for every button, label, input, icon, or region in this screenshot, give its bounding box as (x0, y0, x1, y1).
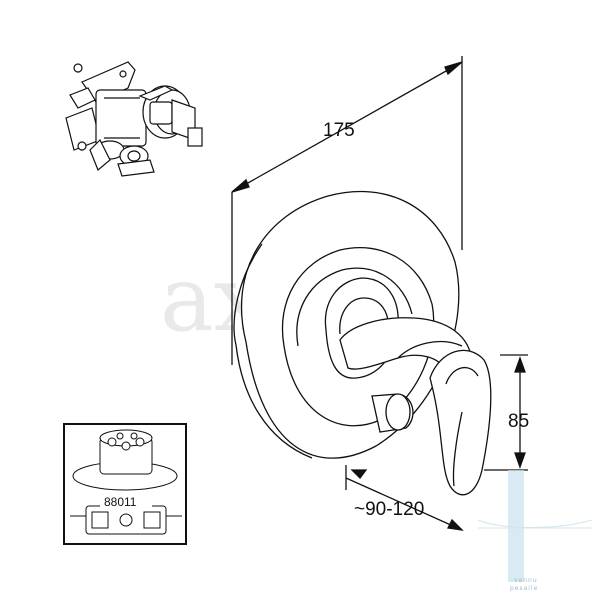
inset-box: 88011 (63, 423, 187, 545)
inset-part-number: 88011 (104, 495, 137, 509)
corner-logo: vennu pesaile (477, 470, 593, 592)
valve-body-illustration (65, 61, 203, 177)
dimension-width-label: 175 (323, 120, 355, 141)
logo-text-2: pesaile (510, 585, 538, 592)
mixer-escutcheon (233, 190, 492, 496)
dimension-width (231, 56, 463, 365)
dimension-depth (345, 465, 464, 531)
dimension-depth-label: ~90-120 (354, 499, 424, 520)
dimension-height-label: 85 (508, 411, 529, 432)
logo-text-1: vennu (514, 577, 538, 584)
